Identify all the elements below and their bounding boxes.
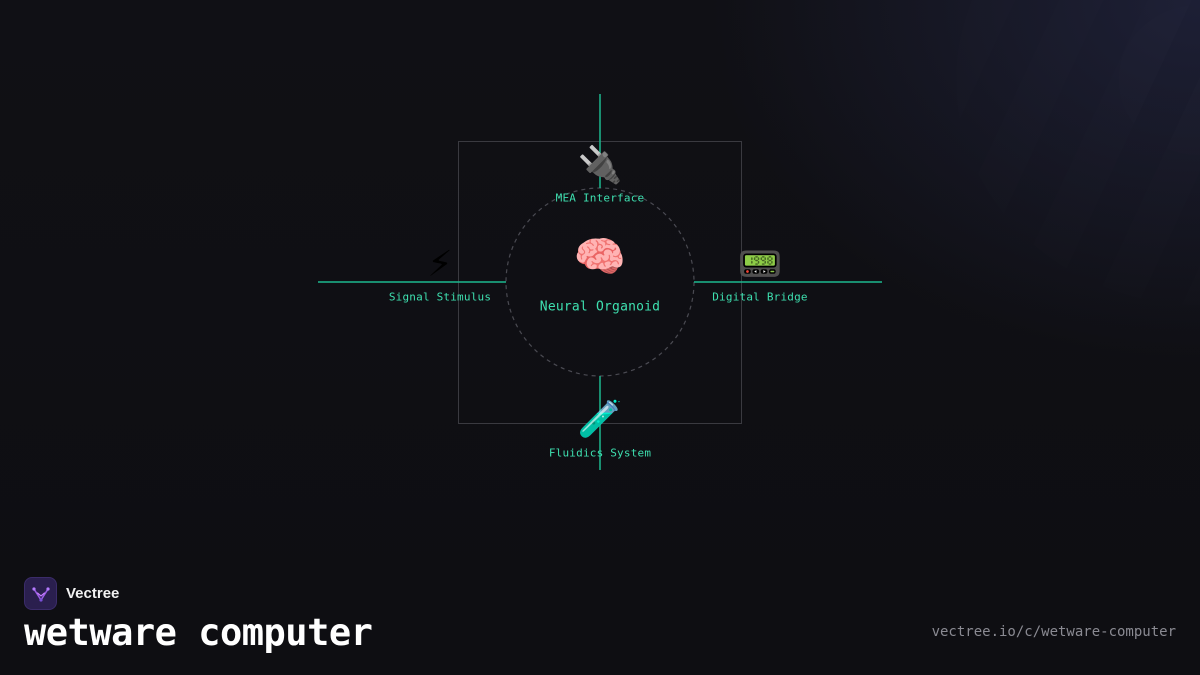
node-label-bottom: Fluidics System [548,446,652,460]
vectree-logo-icon [24,577,57,610]
brand: Vectree [24,577,119,610]
center-label: Neural Organoid [539,299,661,315]
brand-name: Vectree [66,585,120,602]
lightning-icon: ⚡ [427,244,453,285]
page-url: vectree.io/c/wetware-computer [931,624,1176,640]
node-label-right: Digital Bridge [712,290,808,304]
organoid-boundary [505,187,695,377]
node-label-top: MEA Interface [555,191,645,205]
test-tube-icon: 🧪 [577,399,623,440]
pager-icon: 📟 [737,244,783,285]
brain-icon: 🧠 [573,232,627,281]
page-title: wetware computer [24,611,373,654]
plug-icon: 🔌 [577,145,623,186]
node-label-left: Signal Stimulus [388,290,492,304]
